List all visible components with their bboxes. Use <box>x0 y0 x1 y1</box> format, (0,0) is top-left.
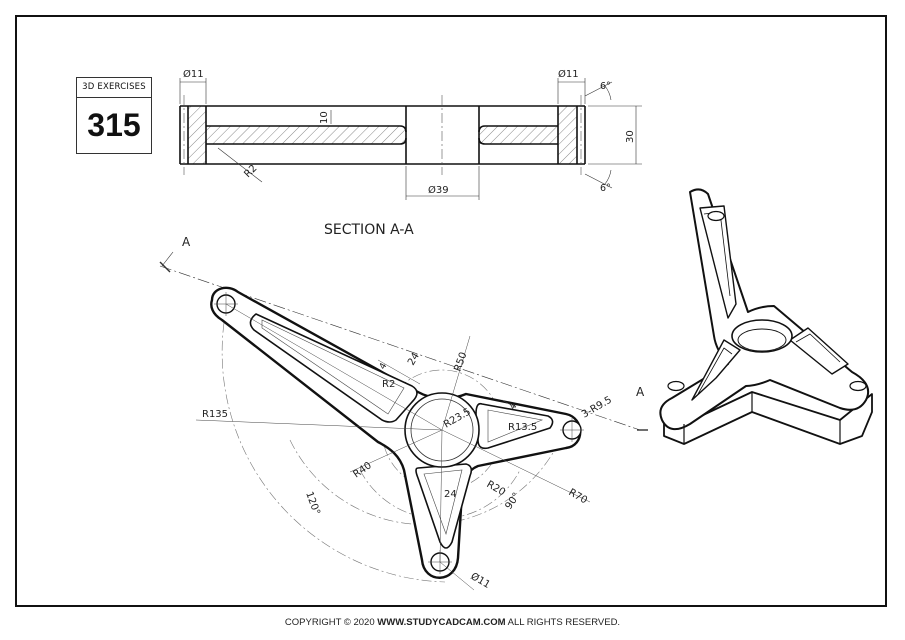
copyright-prefix: COPYRIGHT © 2020 <box>284 617 378 628</box>
dim-r13-5: R13.5 <box>508 422 537 433</box>
dim-height: 30 <box>625 130 636 143</box>
dim-120-deg: 120° <box>303 490 322 516</box>
dim-r40: R40 <box>351 460 373 480</box>
dim-r20: R20 <box>485 479 508 498</box>
dim-r70: R70 <box>567 487 590 506</box>
dim-r135: R135 <box>202 409 228 420</box>
dim-bore: Ø39 <box>428 184 449 196</box>
badge-label: 3D EXERCISES <box>77 78 151 98</box>
plan-view: A A <box>159 235 648 591</box>
drawing-border <box>15 15 887 607</box>
copyright-suffix: ALL RIGHTS RESERVED. <box>505 617 621 628</box>
section-label-a-right: A <box>636 385 645 399</box>
dim-r50: R50 <box>452 351 469 373</box>
exercise-number: 315 <box>87 107 141 143</box>
section-view: Ø11 Ø11 10 R2 Ø39 30 6° 6° <box>179 68 642 200</box>
dim-hole-left: Ø11 <box>183 68 204 80</box>
section-title: SECTION A-A <box>324 222 414 238</box>
dim-24-upper: 24 <box>406 351 422 368</box>
dim-r2-plan: R2 <box>382 379 395 390</box>
dim-hole-plan: Ø11 <box>469 570 493 591</box>
copyright-site-link[interactable]: WWW.STUDYCADCAM.COM <box>377 617 506 628</box>
dim-draft-top: 6° <box>600 81 611 92</box>
dim-r9-5: 3-R9.5 <box>580 395 614 421</box>
dim-draft-bottom: 6° <box>600 183 611 194</box>
dim-90-deg: 90° <box>503 491 522 512</box>
copyright-footer: COPYRIGHT © 2020 WWW.STUDYCADCAM.COM ALL… <box>0 617 905 628</box>
dim-hole-right: Ø11 <box>558 68 579 80</box>
dim-4-upper: 4 <box>378 361 390 371</box>
dim-radius: R2 <box>242 163 259 180</box>
exercise-badge: 3D EXERCISES 315 <box>76 77 152 154</box>
dim-4-right: 4 <box>508 401 520 411</box>
dim-web: 10 <box>319 111 330 124</box>
isometric-view <box>659 188 873 445</box>
dim-24-lower: 24 <box>444 489 457 500</box>
section-label-a-top: A <box>182 235 191 249</box>
